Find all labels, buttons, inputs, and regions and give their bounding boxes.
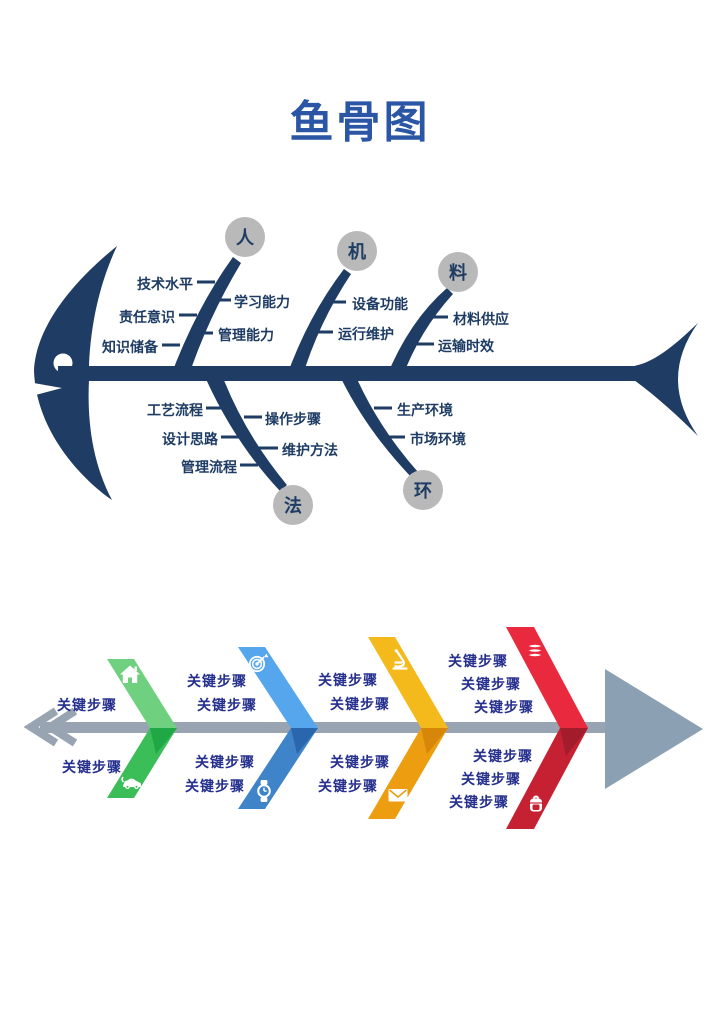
step-label-blue-bottom-1: 关键步骤	[195, 754, 255, 770]
step-label-yellow-bottom-1: 关键步骤	[330, 754, 390, 770]
category-circle-method: 法	[273, 485, 313, 525]
step-label-yellow-top-2: 关键步骤	[330, 696, 390, 712]
car-icon	[121, 776, 141, 790]
factor-label: 生产环境	[397, 402, 453, 418]
page-title: 鱼骨图	[289, 98, 431, 147]
envelope-icon	[388, 789, 408, 802]
factor-label: 知识储备	[102, 339, 158, 355]
factor-label: 设计思路	[162, 431, 218, 447]
factor-label: 管理流程	[181, 459, 237, 475]
factor-label: 维护方法	[282, 442, 338, 458]
bone-material	[386, 288, 453, 378]
stage-red	[506, 627, 588, 829]
step-label-red-top-2: 关键步骤	[461, 676, 521, 692]
factor-label: 操作步骤	[265, 411, 321, 427]
category-circle-person: 人	[225, 217, 265, 257]
backpack-icon	[530, 795, 542, 812]
stage-blue-fold	[291, 728, 318, 754]
books-icon	[525, 643, 545, 658]
target-icon	[248, 653, 269, 673]
step-label-blue-top-2: 关键步骤	[197, 697, 257, 713]
house-icon	[120, 665, 140, 683]
step-label-red-bottom-3: 关键步骤	[449, 794, 509, 810]
stage-yellow	[368, 637, 448, 819]
process-arrow-diagram	[23, 627, 703, 829]
watch-icon	[257, 780, 271, 802]
fish-tail-shape	[612, 323, 698, 436]
factor-label: 工艺流程	[147, 402, 203, 418]
stage-yellow-fold	[421, 728, 448, 754]
step-label-red-bottom-2: 关键步骤	[461, 771, 521, 787]
step-label-green-bottom: 关键步骤	[62, 759, 122, 775]
step-label-yellow-bottom-2: 关键步骤	[318, 778, 378, 794]
factor-label: 责任意识	[119, 309, 175, 325]
step-label-red-bottom-1: 关键步骤	[473, 748, 533, 764]
factor-label: 设备功能	[352, 296, 408, 312]
stage-red-top-band	[506, 627, 588, 728]
factor-label: 运行维护	[338, 326, 394, 342]
process-spine	[40, 722, 610, 733]
fishbone-diagram	[28, 246, 698, 500]
stage-blue	[238, 647, 318, 809]
step-label-red-top-3: 关键步骤	[474, 699, 534, 715]
arrowhead	[605, 669, 703, 789]
stage-blue-top-band	[238, 647, 318, 728]
factor-label: 管理能力	[218, 327, 274, 343]
microscope-icon	[392, 649, 408, 670]
fish-mouth	[28, 382, 62, 397]
factor-label: 运输时效	[438, 338, 494, 354]
step-label-green-top: 关键步骤	[57, 697, 117, 713]
step-label-red-top-1: 关键步骤	[448, 653, 508, 669]
factor-label: 市场环境	[410, 431, 466, 447]
category-circle-machine: 机	[337, 231, 377, 271]
bone-method	[202, 370, 287, 491]
category-circle-material: 料	[438, 252, 478, 292]
stage-green-top-band	[107, 659, 177, 728]
category-circle-environment: 环	[403, 470, 443, 510]
stage-green	[107, 659, 177, 798]
step-label-blue-bottom-2: 关键步骤	[185, 778, 245, 794]
bone-person	[170, 257, 241, 378]
factor-label: 材料供应	[453, 311, 509, 327]
factor-label: 学习能力	[234, 294, 290, 310]
factor-label: 技术水平	[137, 276, 193, 292]
stage-green-fold	[150, 728, 177, 754]
branch-ticks	[162, 280, 448, 467]
step-label-blue-top-1: 关键步骤	[187, 673, 247, 689]
stage-yellow-top-band	[368, 637, 448, 728]
bone-environment	[337, 370, 418, 478]
bone-machine	[286, 269, 351, 378]
step-label-yellow-top-1: 关键步骤	[318, 672, 378, 688]
stage-red-fold	[560, 728, 588, 756]
